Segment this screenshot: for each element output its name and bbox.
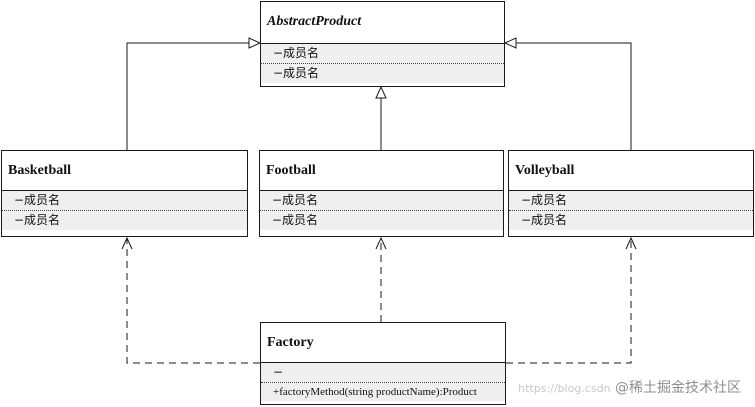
- class-box-factory: Factory − +factoryMethod(string productN…: [260, 322, 506, 405]
- attribute-compartment-football: −成员名 −成员名: [260, 191, 503, 230]
- attribute-compartment-volleyball: −成员名 −成员名: [509, 191, 753, 230]
- attribute-row: −成员名: [14, 213, 61, 227]
- generalization-line-basketball: [126, 42, 249, 150]
- attribute-row: −成员名: [260, 191, 503, 211]
- dependency-line-volleyball: [506, 238, 632, 364]
- attribute-row: −成员名: [509, 191, 753, 211]
- attribute-row: −成员名: [272, 213, 319, 227]
- attribute-row: −成员名: [273, 66, 320, 80]
- class-name-football: Football: [260, 151, 503, 191]
- watermark-text: @稀土掘金技术社区: [615, 380, 741, 396]
- operation-compartment-factory: +factoryMethod(string productName):Produ…: [261, 383, 505, 401]
- attribute-row: −成员名: [261, 44, 504, 64]
- generalization-arrowhead-basketball: [248, 37, 262, 49]
- attribute-row: −: [261, 363, 505, 383]
- class-box-volleyball: Volleyball −成员名 −成员名: [508, 150, 754, 237]
- watermark-url: https://blog.csdn: [518, 382, 611, 395]
- dependency-arrowhead-volleyball: [625, 236, 637, 250]
- class-box-abstract-product: AbstractProduct −成员名 −成员名: [260, 1, 505, 87]
- attribute-compartment-basketball: −成员名 −成员名: [2, 191, 247, 230]
- class-name-basketball: Basketball: [2, 151, 247, 191]
- class-box-basketball: Basketball −成员名 −成员名: [1, 150, 248, 237]
- dependency-arrowhead-basketball: [121, 236, 133, 250]
- class-box-football: Football −成员名 −成员名: [259, 150, 504, 237]
- attribute-compartment-abstract-product: −成员名 −成员名: [261, 44, 504, 83]
- class-name-factory: Factory: [261, 323, 505, 363]
- attribute-compartment-factory: −: [261, 363, 505, 383]
- class-name-abstract-product: AbstractProduct: [261, 2, 504, 44]
- dependency-line-basketball: [126, 238, 260, 364]
- operation-row: +factoryMethod(string productName):Produ…: [273, 386, 477, 398]
- class-name-volleyball: Volleyball: [509, 151, 753, 191]
- attribute-row: −成员名: [521, 213, 568, 227]
- dependency-arrowhead-football: [375, 236, 387, 250]
- attribute-row: −成员名: [2, 191, 247, 211]
- generalization-arrowhead-volleyball: [503, 37, 517, 49]
- generalization-arrowhead-football: [375, 85, 387, 99]
- watermark: https://blog.csdn @稀土掘金技术社区: [518, 377, 741, 397]
- generalization-line-volleyball: [516, 42, 632, 150]
